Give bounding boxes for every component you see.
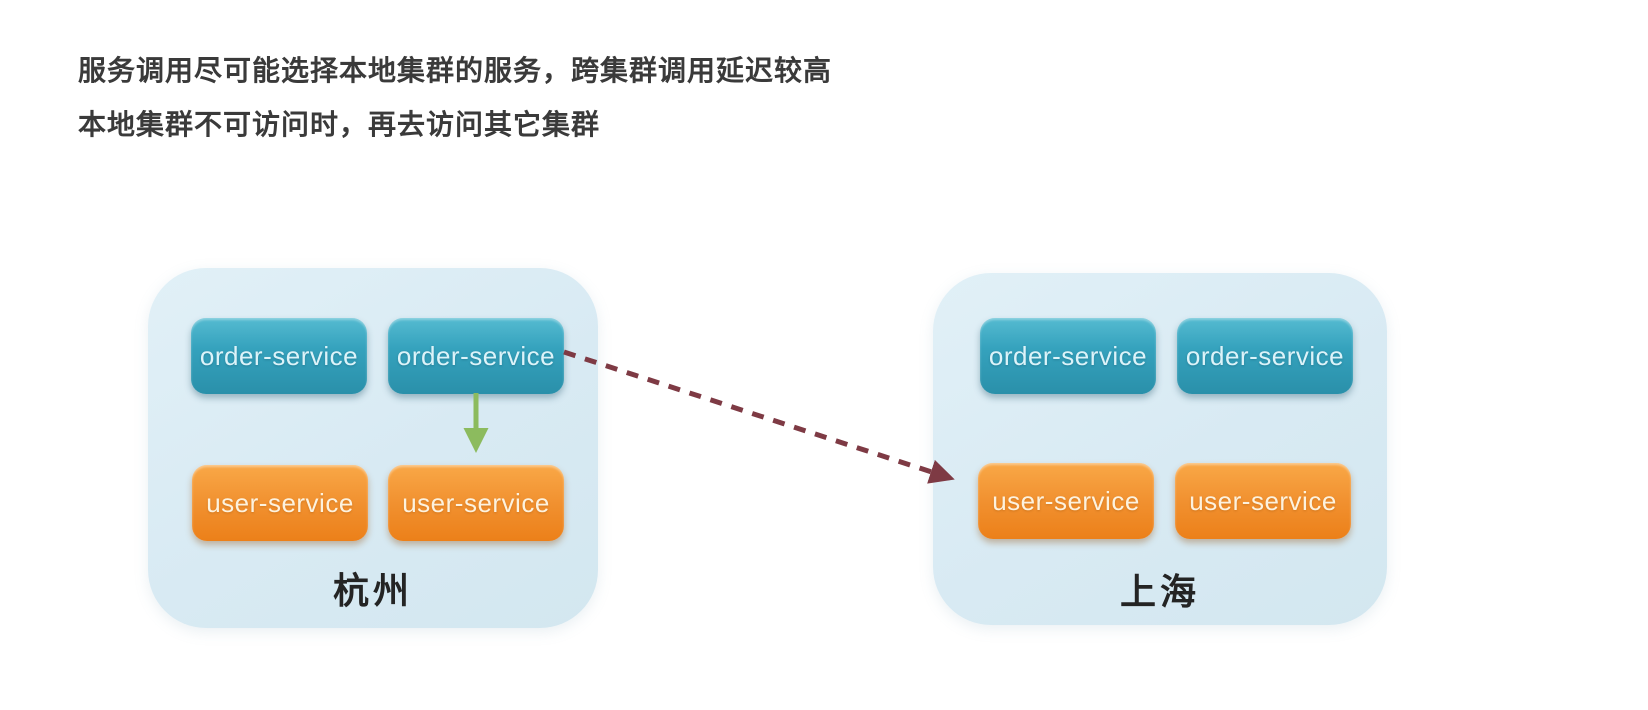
node-hangzhou-order-service-1: order-service <box>191 318 367 394</box>
heading-line-1: 服务调用尽可能选择本地集群的服务，跨集群调用延迟较高 <box>78 55 833 86</box>
node-hangzhou-order-service-2: order-service <box>388 318 564 394</box>
node-hangzhou-user-service-1: user-service <box>192 465 368 541</box>
cluster-shanghai: order-service order-service user-service… <box>933 273 1387 625</box>
node-shanghai-user-service-1: user-service <box>978 463 1154 539</box>
cluster-label-shanghai: 上海 <box>1119 571 1200 612</box>
heading-line-2: 本地集群不可访问时，再去访问其它集群 <box>78 109 601 140</box>
cluster-label-hangzhou: 杭州 <box>332 570 413 611</box>
cross-cluster-call-arrow <box>563 349 955 484</box>
node-shanghai-order-service-2: order-service <box>1177 318 1353 394</box>
node-hangzhou-user-service-2: user-service <box>388 465 564 541</box>
node-shanghai-user-service-2: user-service <box>1175 463 1351 539</box>
heading: 服务调用尽可能选择本地集群的服务，跨集群调用延迟较高 本地集群不可访问时，再去访… <box>78 44 832 152</box>
node-shanghai-order-service-1: order-service <box>980 318 1156 394</box>
cluster-hangzhou: order-service order-service user-service… <box>148 268 598 628</box>
